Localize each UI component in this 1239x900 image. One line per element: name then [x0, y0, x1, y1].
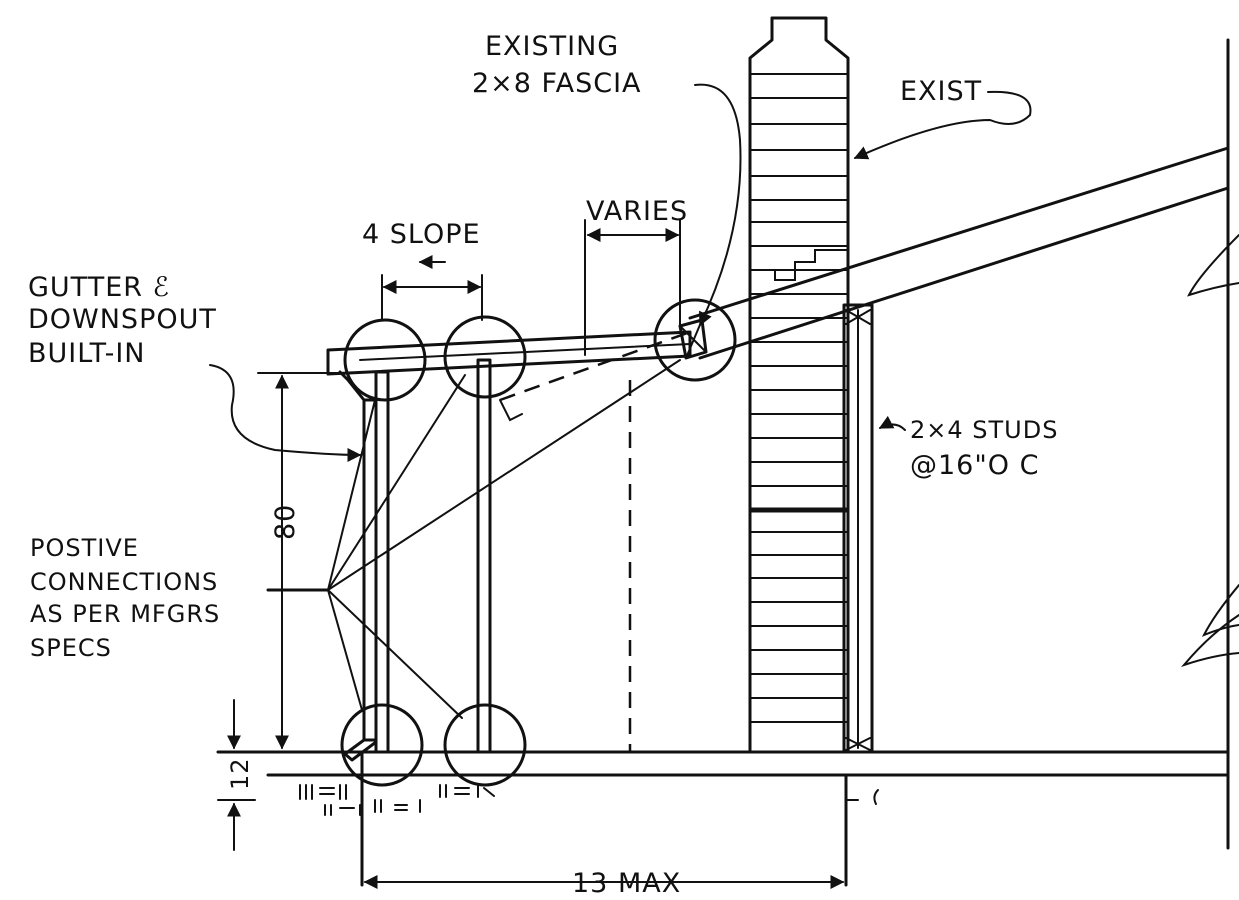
- label-gutter-line2: DOWNSPOUT: [28, 304, 217, 335]
- label-conn-line3: AS PER MFGRS: [30, 600, 220, 628]
- ground-slab: [216, 750, 1230, 887]
- label-conn-line4: SPECS: [30, 634, 112, 662]
- label-conn-line1: POSTIVE: [30, 534, 139, 562]
- chimney: [748, 16, 850, 754]
- label-slope: 4 SLOPE: [362, 219, 481, 250]
- label-fascia-line2: 2×8 FASCIA: [472, 68, 642, 99]
- label-dim-height: 80: [270, 504, 301, 540]
- label-varies: VARIES: [586, 196, 688, 227]
- existing-house-wall: [1180, 38, 1239, 850]
- existing-roof: [688, 146, 1230, 360]
- label-dim-width: 13 MAX: [572, 868, 681, 899]
- label-studs-line1: 2×4 STUDS: [910, 416, 1058, 444]
- connection-leaders: [266, 359, 681, 719]
- stud-wall: [842, 303, 874, 754]
- connection-circles: [340, 298, 737, 787]
- label-dim-footing: 12: [226, 757, 254, 790]
- label-leaders: [209, 83, 1032, 462]
- label-studs-line2: @16"O C: [910, 450, 1039, 481]
- label-gutter-line1: GUTTER ℰ: [28, 272, 170, 303]
- label-exist: EXIST: [900, 76, 982, 107]
- label-fascia-line1: EXISTING: [485, 31, 619, 62]
- posts: [338, 358, 632, 762]
- label-conn-line2: CONNECTIONS: [30, 568, 218, 596]
- label-gutter-line3: BUILT-IN: [28, 338, 146, 369]
- text-labels: EXISTING 2×8 FASCIA EXIST 4 SLOPE VARIES…: [28, 31, 1058, 899]
- dimension-lines: [227, 219, 845, 889]
